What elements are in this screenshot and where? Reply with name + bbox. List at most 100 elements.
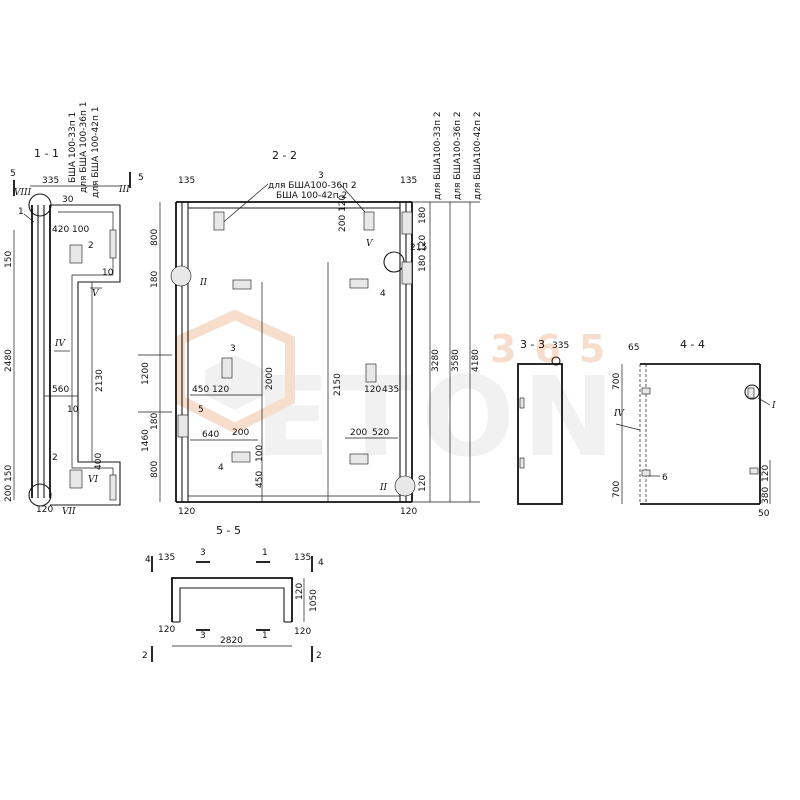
dim-400: 400 [94,453,104,470]
dim-2150: 2150 [333,373,343,396]
version-label-right-2: для БША100-36п 2 [453,111,463,200]
dim-120-s5-left: 120 [158,625,175,635]
marker-1-top: 1 [262,548,268,558]
section-1-1: 1 - 1 БША 100-33п 1 для БША 100-36п 1 дл… [4,102,144,517]
version-label-2: для БША 100-36п 1 [79,102,89,193]
dim-100: 100 [72,225,89,235]
dim-120-top: 120 [212,385,229,395]
dim-1050: 1050 [309,589,319,612]
section-title-5-5: 5 - 5 [216,524,241,537]
dim-560: 560 [52,385,69,395]
dim-180-mid: 180 [150,413,160,430]
marker-3-bottom: 3 [200,631,206,641]
dim-100: 100 [255,445,265,462]
dim-120-bottom-right: 120 [400,507,417,517]
watermark-logo [175,309,295,434]
section-marker-5-right: 5 [138,173,144,183]
note-version-42: БША 100-42п 2 [276,191,347,201]
section-title-1-1: 1 - 1 [34,147,59,160]
dim-4180: 4180 [471,349,481,372]
dim-120-right: 120 [364,385,381,395]
dim-435: 435 [382,385,399,395]
dim-10-top: 10 [102,268,114,278]
dim-800-top: 800 [150,229,160,246]
dim-135-left: 135 [178,176,195,186]
note-version-36: для БША100-36п 2 [268,181,357,191]
dim-1200: 1200 [141,362,151,385]
roman-viii: VIII [14,188,32,198]
dim-200-120: 200 120 [338,195,348,232]
roman-vi: VI [88,475,98,485]
dim-120-right-bottom: 120 [418,475,428,492]
callout-6: 6 [662,473,668,483]
roman-iv: IV [54,339,67,349]
dim-450-top: 450 [192,385,209,395]
dim-65: 65 [628,343,639,353]
callout-3-top: 3 [318,171,324,181]
dim-120-bottom-left: 120 [178,507,195,517]
section-marker-5-left: 5 [10,169,16,179]
roman-i-s4: I [771,401,776,411]
callout-2-bottom: 2 [52,453,58,463]
callout-5: 5 [198,405,204,415]
dim-120: 120 [36,505,53,515]
version-label-right-3: для БША100-42п 2 [473,111,483,200]
dim-10-mid: 10 [67,405,79,415]
dim-640: 640 [202,430,219,440]
dim-215: 215 [410,243,427,253]
section-title-2-2: 2 - 2 [272,149,297,162]
dim-135-s5-left: 135 [158,553,175,563]
marker-2-right: 2 [316,651,322,661]
section-5-5: 5 - 5 4 135 3 1 135 4 120 1050 120 3 1 1… [142,524,324,662]
dim-420: 420 [52,225,69,235]
dim-135-right: 135 [400,176,417,186]
dim-200-left: 200 [232,428,249,438]
callout-1: 1 [18,207,24,217]
dim-120-s4: 120 [761,465,771,482]
watermark-brand: ETON [255,353,623,481]
version-label-3: для БША 100-42п 1 [91,107,101,198]
marker-1-bottom: 1 [262,631,268,641]
version-label-1: БША 100-33п 1 [68,112,78,183]
dim-200-150: 200 150 [4,465,14,502]
callout-2-top: 2 [88,241,94,251]
section-title-4-4: 4 - 4 [680,338,705,351]
dim-700-top: 700 [612,373,622,390]
dim-700-bottom: 700 [612,481,622,498]
version-label-right-1: для БША100-33п 2 [433,111,443,200]
dim-150-top: 150 [4,251,14,268]
marker-4-left: 4 [145,555,151,565]
dim-2820: 2820 [220,636,243,646]
roman-v-mid: V [366,239,374,249]
dim-2130: 2130 [95,369,105,392]
dim-520: 520 [372,428,389,438]
roman-v: V [92,289,100,299]
dim-180-120: 180 120 [418,235,428,272]
section-2-2: 2 - 2 3 для БША100-36п 2 БША 100-42п 2 1… [138,111,483,517]
dim-180-right-top: 180 [418,207,428,224]
marker-3-top: 3 [200,548,206,558]
section-title-3-3: 3 - 3 [520,338,545,351]
dim-200-right: 200 [350,428,367,438]
dim-450-bottom: 450 [255,471,265,488]
watermark: 365 ETON [175,309,623,481]
dim-50: 50 [758,509,770,519]
dim-30: 30 [62,195,74,205]
callout-4-top: 4 [380,289,386,299]
dim-135-s5-right: 135 [294,553,311,563]
callout-3-mid: 3 [230,344,236,354]
dim-120-s5-top: 120 [295,583,305,600]
marker-4-right: 4 [318,558,324,568]
dim-180-top: 180 [150,271,160,288]
roman-iv-s4: IV [613,409,626,419]
section-4-4: 4 - 4 65 I IV 6 700 700 120 380 50 [612,338,776,519]
roman-ii-left: II [199,278,208,288]
dim-3580: 3580 [451,349,461,372]
dim-335-s3: 335 [552,341,569,351]
dim-800-bottom: 800 [150,461,160,478]
roman-ii-right: II [379,483,388,493]
dim-380: 380 [761,487,771,504]
dim-3280: 3280 [431,349,441,372]
roman-iii-top: III [118,185,130,195]
